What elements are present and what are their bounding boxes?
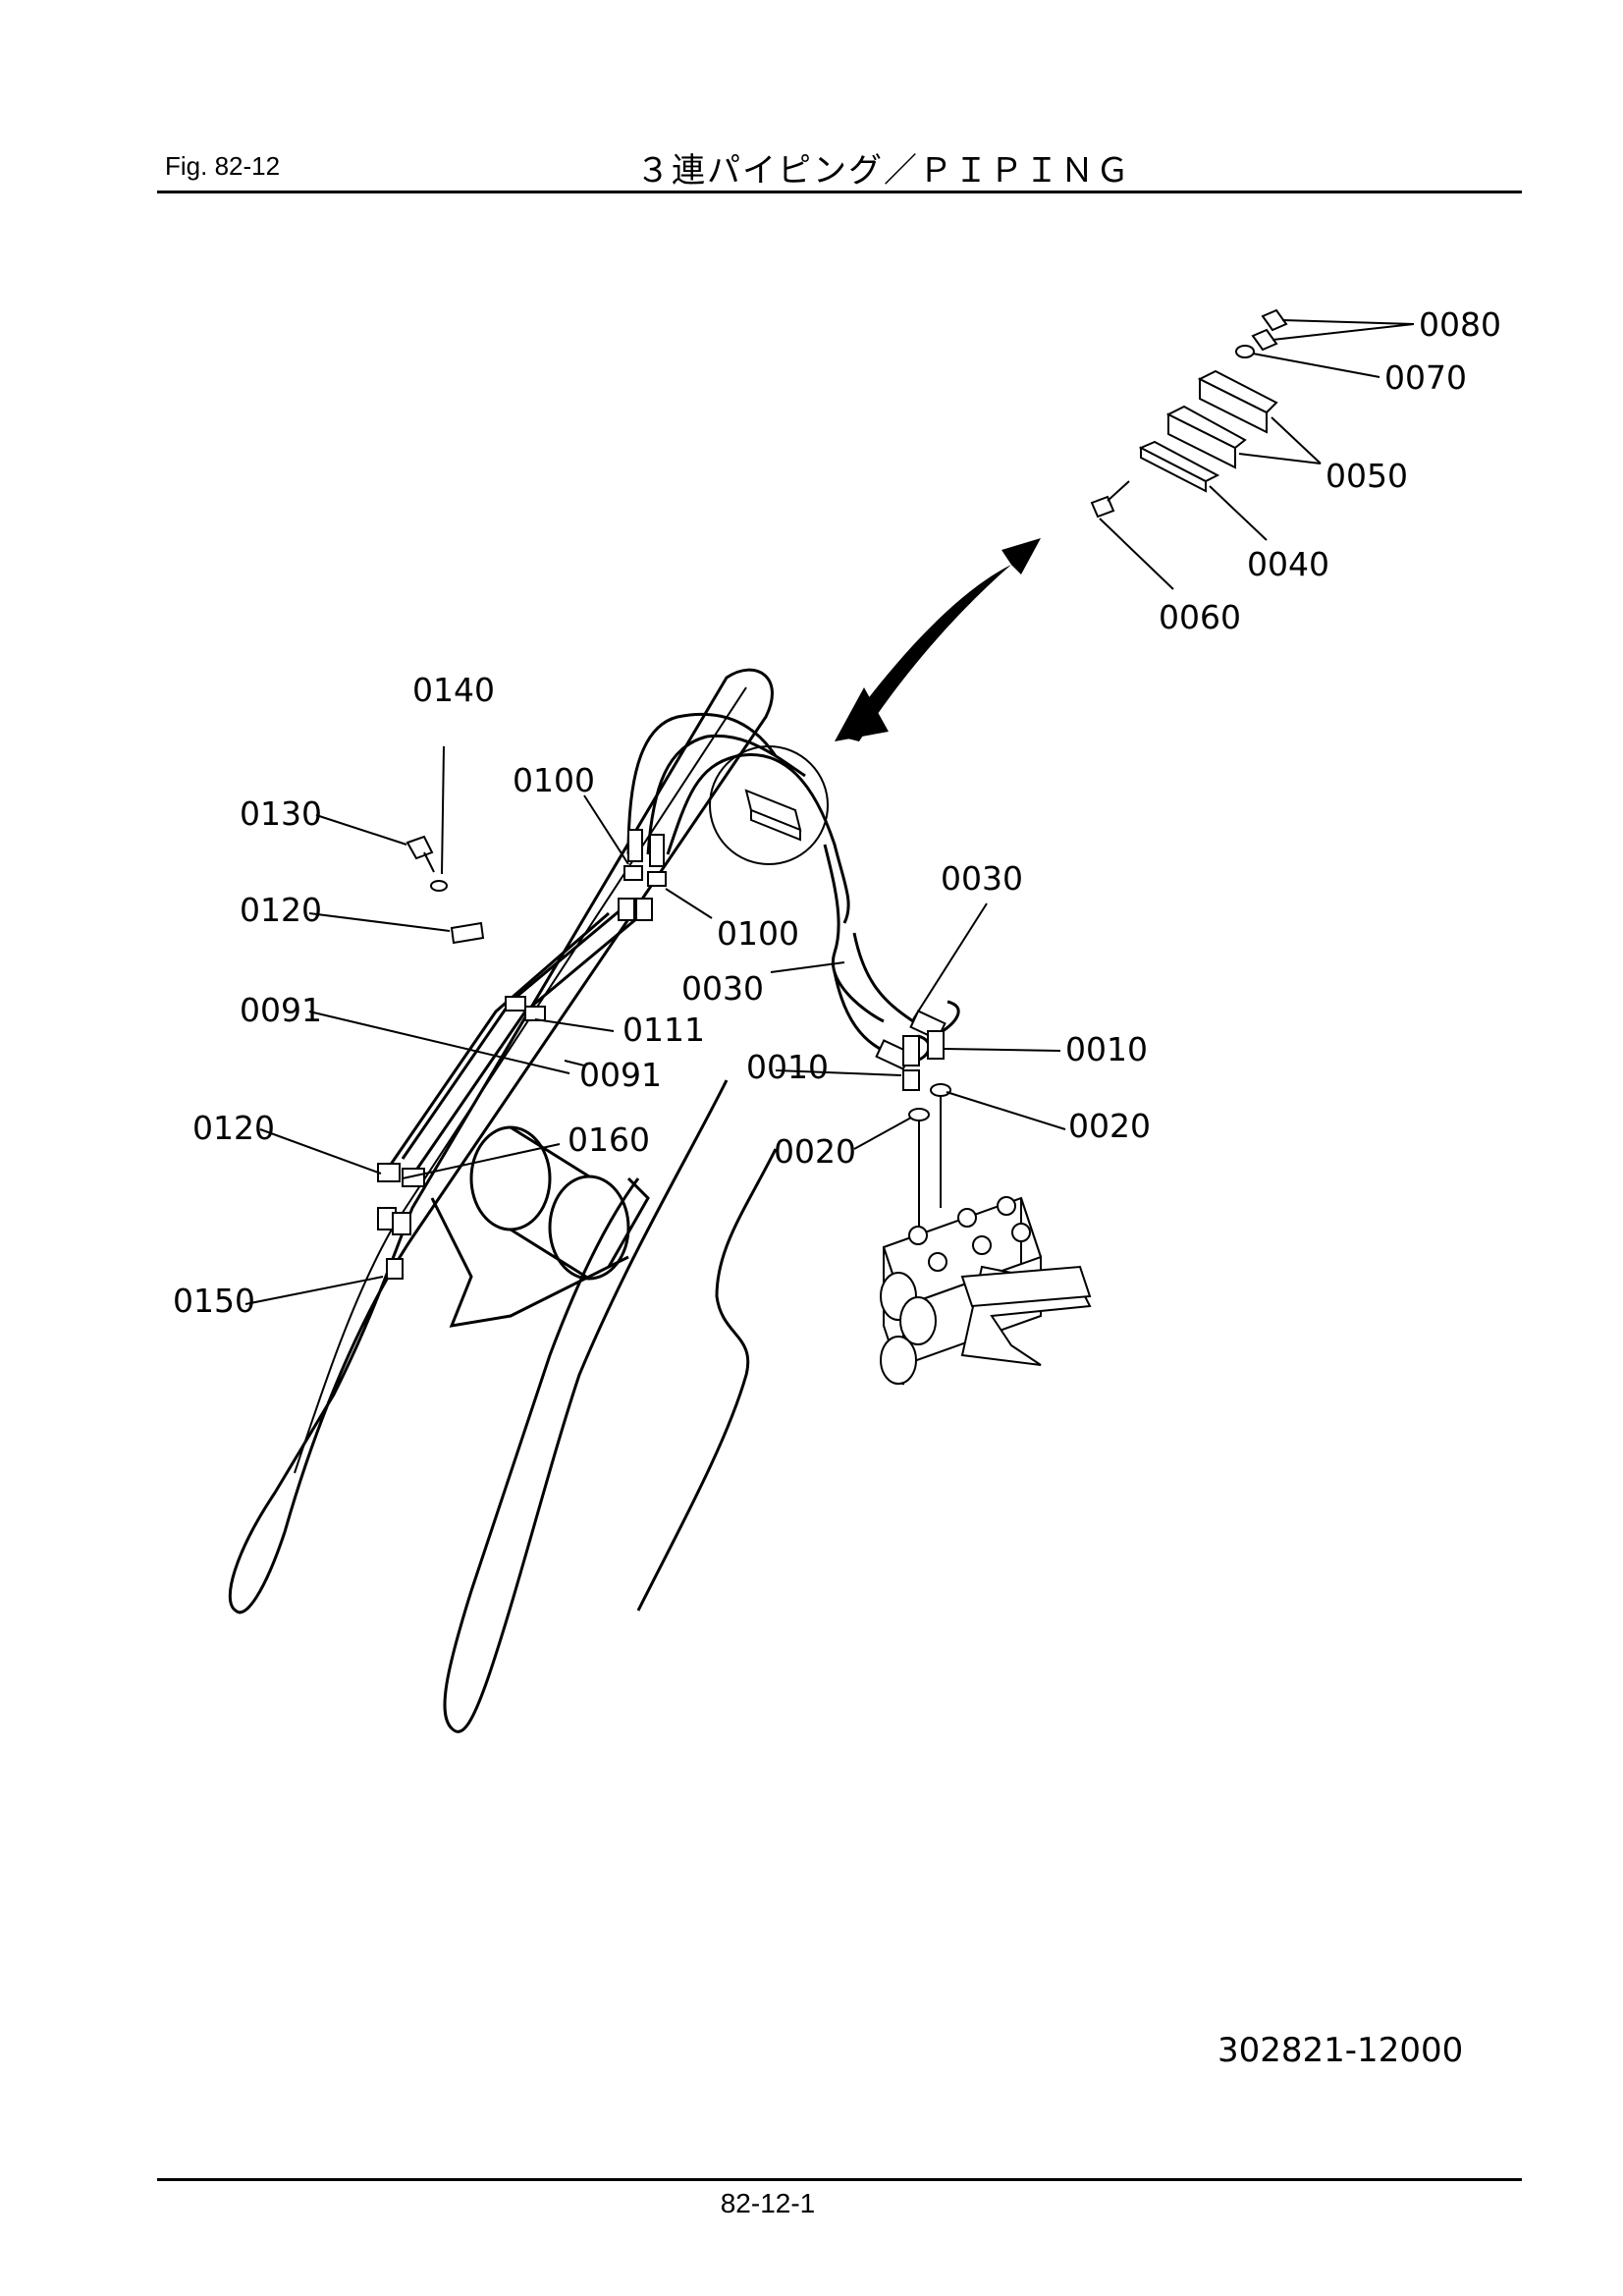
callout-0060: 0060 <box>1159 598 1241 636</box>
callout-0091-left: 0091 <box>240 991 322 1029</box>
fitting-0100 <box>623 829 667 887</box>
page-title: ３連パイピング／ＰＩＰＩＮＧ <box>636 151 1131 191</box>
clamp-detail-circle <box>709 745 829 865</box>
callout-0120-upper: 0120 <box>240 891 322 929</box>
drawing-number: 302821-12000 <box>1217 2031 1464 2070</box>
callout-0130: 0130 <box>240 794 322 833</box>
callout-0091-right: 0091 <box>579 1056 662 1094</box>
boom-outline <box>228 668 778 1733</box>
footer-divider <box>157 2178 1522 2181</box>
callout-0100-upper: 0100 <box>513 761 595 799</box>
page-number: 82-12-1 <box>720 2188 816 2218</box>
hose-upper-loops <box>626 712 885 1023</box>
callout-0010-left: 0010 <box>746 1048 829 1086</box>
callout-0020-right: 0020 <box>1068 1107 1151 1145</box>
callout-0070: 0070 <box>1384 358 1467 397</box>
clamp-exploded-detail <box>1090 308 1288 519</box>
callout-0080: 0080 <box>1419 305 1501 344</box>
callout-0160: 0160 <box>568 1121 650 1159</box>
callout-0150: 0150 <box>173 1282 255 1320</box>
callout-0050: 0050 <box>1325 457 1408 495</box>
fittings-0010-0020 <box>902 1030 951 1228</box>
callout-0030-left: 0030 <box>681 969 764 1008</box>
callout-0030-right: 0030 <box>941 859 1023 898</box>
callout-labels: 0080 0070 0050 0040 0060 0140 0100 0130 … <box>173 305 1501 1320</box>
lower-clamp-assembly <box>377 1163 425 1280</box>
figure-label: Fig. 82-12 <box>165 151 281 181</box>
leader-lines <box>244 319 1415 1305</box>
callout-0111: 0111 <box>622 1011 705 1049</box>
callout-0040: 0040 <box>1247 545 1329 583</box>
callout-0120-lower: 0120 <box>192 1109 275 1147</box>
detail-pointer-arrow <box>835 538 1041 741</box>
boom-pivot-boss <box>430 1125 650 1328</box>
callout-0020-left: 0020 <box>774 1132 856 1171</box>
header-divider <box>157 191 1522 193</box>
control-valve-block <box>880 1196 1092 1386</box>
callout-0140: 0140 <box>412 671 495 709</box>
clamp-bolt-set <box>406 835 485 945</box>
pipe-0091 <box>386 898 653 1170</box>
callout-0010-right: 0010 <box>1065 1030 1148 1068</box>
callout-0100-lower: 0100 <box>717 914 799 953</box>
